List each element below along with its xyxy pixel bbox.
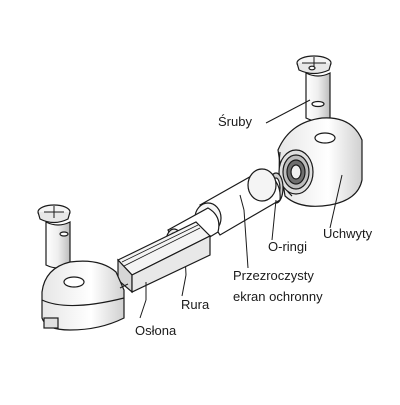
leader-uchwyty bbox=[329, 174, 343, 229]
label-rura: Rura bbox=[181, 297, 210, 312]
leader-oslona bbox=[139, 299, 147, 319]
label-o-ringi: O-ringi bbox=[268, 239, 307, 254]
label-sruby: Śruby bbox=[218, 114, 252, 129]
leader-oringi bbox=[271, 199, 277, 241]
screw-top-right bbox=[296, 55, 332, 122]
leader-sruby bbox=[265, 99, 311, 124]
cover-channel bbox=[117, 221, 212, 300]
leader-przezroczysty bbox=[243, 209, 249, 269]
screw-left bbox=[37, 204, 71, 269]
label-oslona: Osłona bbox=[135, 323, 177, 338]
label-ekran-ochronny: ekran ochronny bbox=[233, 289, 323, 304]
label-przezroczysty: Przezroczysty bbox=[233, 268, 314, 283]
holder-top-right bbox=[277, 117, 363, 207]
label-uchwyty: Uchwyty bbox=[323, 226, 373, 241]
leader-lines bbox=[139, 99, 343, 319]
leader-rura bbox=[181, 274, 187, 297]
holder-left bbox=[41, 260, 129, 331]
